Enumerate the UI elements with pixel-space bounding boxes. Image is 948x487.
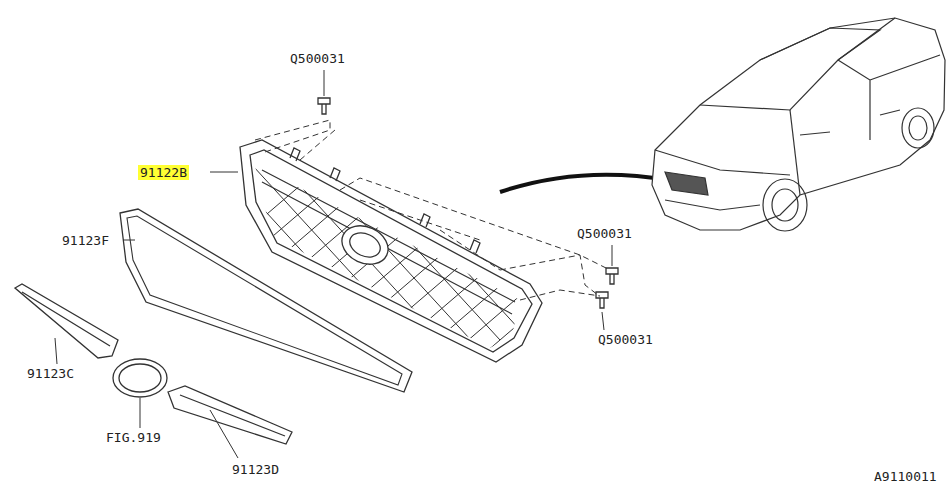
callout-number: Q500031 <box>598 332 653 347</box>
callout-number: FIG.919 <box>106 430 161 445</box>
highlighted-part-number: 91122B <box>138 165 189 180</box>
callout-number: A9110011 <box>874 469 937 484</box>
callout-number: Q500031 <box>290 51 345 66</box>
callout-number: 91123C <box>27 366 74 381</box>
callout-number: Q500031 <box>577 226 632 241</box>
callout-number: 91123F <box>62 233 109 248</box>
callout-number: 91123D <box>232 462 279 477</box>
